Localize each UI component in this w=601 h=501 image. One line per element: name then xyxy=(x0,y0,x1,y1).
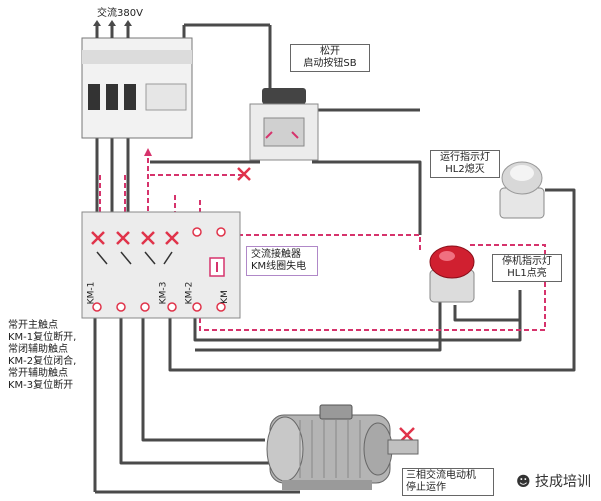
power-supply-label: 交流380V xyxy=(97,8,143,20)
contacts-note-line-1: 常开主触点 xyxy=(8,320,58,331)
contacts-note-line-6: KM-3复位断开 xyxy=(8,380,74,391)
three-phase-motor xyxy=(266,404,419,490)
stop-indicator-lamp-hl1 xyxy=(429,245,475,303)
motor-name-label: 三相交流电动机 xyxy=(406,470,476,481)
km-label: KM xyxy=(219,290,230,304)
contacts-note: 常开主触点 KM-1复位断开, 常闭辅助触点 KM-2复位闭合, 常开辅助触点 … xyxy=(8,320,88,392)
start-button-sb xyxy=(249,88,319,161)
wiring-dark xyxy=(93,23,576,494)
contacts-note-line-2: KM-1复位断开, xyxy=(8,332,77,343)
run-indicator-lamp-hl2 xyxy=(499,161,545,219)
run-lamp-callout: 运行指示灯 HL2熄灭 xyxy=(430,150,500,178)
contactor-callout: 交流接触器 KM线圈失电 xyxy=(246,246,318,276)
watermark-text: 技成培训 xyxy=(535,474,591,490)
run-lamp-name-label: 运行指示灯 xyxy=(440,152,490,163)
start-button-callout: 松开 启动按钮SB xyxy=(290,44,370,72)
contactor-state-label: KM线圈失电 xyxy=(251,261,307,272)
contacts-note-line-3: 常闭辅助触点 xyxy=(8,344,68,355)
contactor-name-label: 交流接触器 xyxy=(251,249,301,260)
chat-bubble-icon: ☻ xyxy=(515,474,531,490)
km1-label: KM-1 xyxy=(86,281,97,305)
motor-state-label: 停止运作 xyxy=(406,482,446,493)
circuit-breaker xyxy=(81,20,193,139)
stop-lamp-name-label: 停机指示灯 xyxy=(502,256,552,267)
stop-lamp-state-label: HL1点亮 xyxy=(507,268,547,279)
terminal-marks xyxy=(92,227,226,312)
km2-label: KM-2 xyxy=(184,281,195,305)
contacts-note-line-4: KM-2复位闭合, xyxy=(8,356,77,367)
motor-callout: 三相交流电动机 停止运作 xyxy=(402,468,494,496)
km3-label: KM-3 xyxy=(158,281,169,305)
stop-lamp-callout: 停机指示灯 HL1点亮 xyxy=(492,254,562,282)
watermark: ☻ 技成培训 xyxy=(516,471,591,491)
contacts-note-line-5: 常开辅助触点 xyxy=(8,368,68,379)
button-state-label: 松开 xyxy=(320,46,340,57)
run-lamp-state-label: HL2熄灭 xyxy=(445,164,485,175)
contactor-km xyxy=(81,211,241,319)
button-name-label: 启动按钮SB xyxy=(303,58,357,69)
